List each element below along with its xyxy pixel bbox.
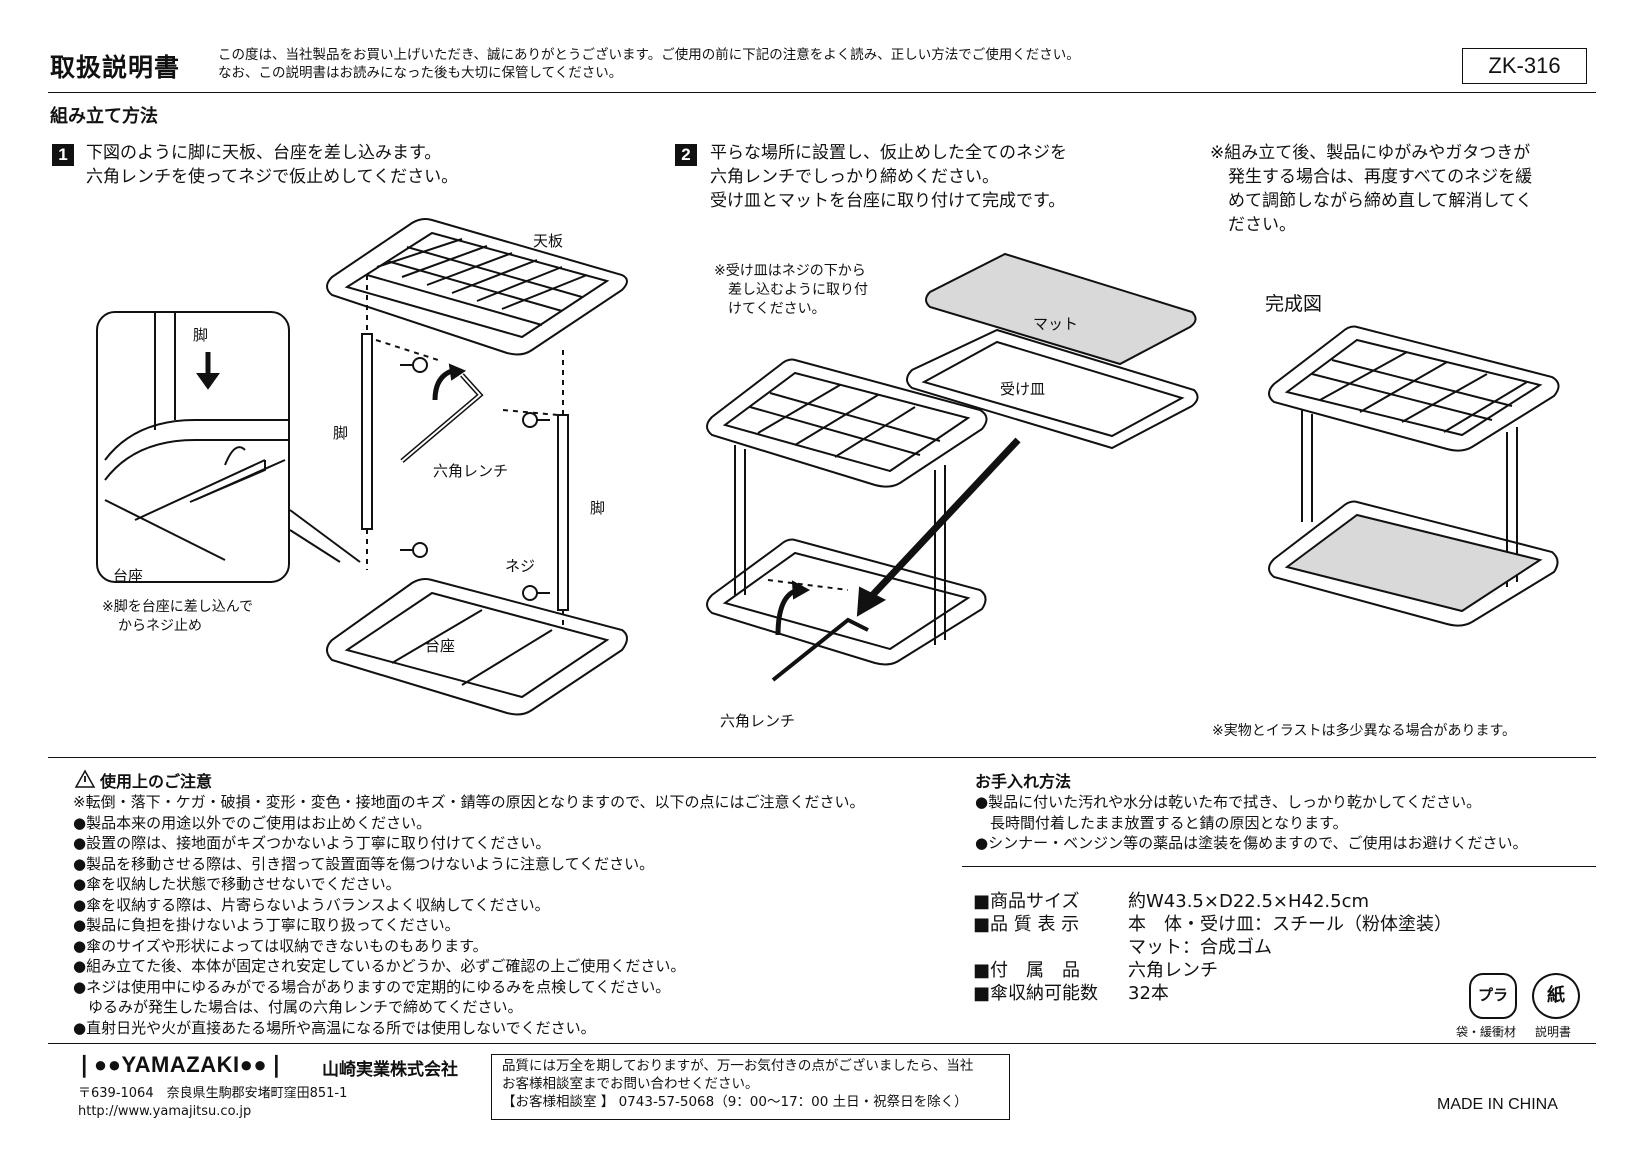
step-2-note: ※受け皿はネジの下から 差し込むように取り付 けてください。 — [714, 263, 868, 317]
assembly-heading: 組み立て方法 — [50, 106, 158, 127]
screw-icon — [400, 357, 428, 373]
legs-illustration — [361, 270, 569, 630]
leg-insertion-detail — [96, 311, 290, 583]
complete-diagram-label: 完成図 — [1265, 293, 1323, 315]
top-plate-label: 天板 — [533, 232, 564, 250]
base-detail-label: 台座 — [113, 567, 144, 585]
company-address: 〒639-1064 奈良県生駒郡安堵町窪田851-1 http://www.ya… — [78, 1086, 348, 1119]
company-url[interactable]: http://www.yamajitsu.co.jp — [78, 1104, 252, 1119]
logo-mark-icon: ❘●● — [75, 1052, 122, 1077]
warning-triangle-icon — [74, 769, 96, 788]
logo-mark-icon: ●●❘ — [239, 1052, 287, 1077]
hex-wrench-icon — [400, 373, 484, 463]
left-leg-label: 脚 — [333, 424, 349, 442]
illustration-disclaimer: ※実物とイラストは多少異なる場合があります。 — [1212, 723, 1517, 739]
rotate-arrow-icon — [432, 363, 467, 401]
step-2-number: 2 — [675, 144, 697, 166]
down-arrow-icon — [196, 352, 220, 390]
detail-callout-line — [289, 509, 361, 563]
completed-product-illustration — [1268, 325, 1560, 627]
base-illustration — [326, 578, 628, 716]
top-plate-illustration — [326, 218, 628, 356]
tray-label: 受け皿 — [1000, 380, 1046, 398]
assembled-frame-illustration — [706, 358, 988, 666]
tray-illustration — [906, 328, 1199, 450]
base-label: 台座 — [425, 637, 456, 655]
model-number: ZK-316 — [1462, 48, 1587, 84]
right-leg-label: 脚 — [590, 499, 606, 517]
caution-list: ※転倒・落下・ケガ・破損・変形・変色・接地面のキズ・錆等の原因となりますので、以… — [73, 793, 865, 1037]
screw-icon — [522, 412, 550, 428]
spec-labels: ■商品サイズ■品 質 表 示 ■付 属 品 ■傘収納可能数 — [973, 891, 1099, 1004]
document-title: 取扱説明書 — [50, 53, 181, 82]
step-1-number: 1 — [52, 144, 74, 166]
paper-recycle-caption: 説明書 — [1535, 1025, 1572, 1039]
plastic-recycle-caption: 袋・緩衝材 — [1456, 1025, 1517, 1039]
care-divider — [962, 866, 1596, 867]
mat-label: マット — [1033, 315, 1079, 333]
step-1-text: 下図のように脚に天板、台座を差し込みます。 六角レンチを使ってネジで仮止めしてく… — [86, 143, 459, 187]
step-1-note: ※脚を台座に差し込んで からネジ止め — [102, 599, 254, 634]
company-name: 山崎実業株式会社 — [322, 1060, 458, 1080]
footer-divider — [48, 1043, 1596, 1044]
wrench-label: 六角レンチ — [433, 462, 509, 480]
assembly-arrows — [767, 437, 1021, 682]
care-list: ●製品に付いた汚れや水分は乾いた布で拭き、しっかり乾かしてください。 長時間付着… — [975, 793, 1528, 852]
intro-text: この度は、当社製品をお買い上げいただき、誠にありがとうございます。ご使用の前に下… — [218, 47, 1080, 81]
leg-detail-label: 脚 — [193, 326, 209, 344]
section-divider — [48, 757, 1596, 758]
screw-icon — [400, 542, 428, 558]
adjustment-note: ※組み立て後、製品にゆがみやガタつきが 発生する場合は、再度すべてのネジを緩 め… — [1210, 143, 1533, 235]
screw-icon — [522, 585, 550, 601]
step-2-wrench-label: 六角レンチ — [720, 712, 796, 730]
made-in-label: MADE IN CHINA — [1437, 1096, 1558, 1113]
care-heading: お手入れ方法 — [975, 772, 1072, 791]
header-divider — [48, 92, 1596, 93]
screw-label: ネジ — [505, 557, 536, 575]
mat-illustration — [925, 252, 1197, 366]
step-2-text: 平らな場所に設置し、仮止めした全てのネジを 六角レンチでしっかり締めください。 … — [710, 143, 1067, 211]
caution-heading: 使用上のご注意 — [100, 772, 213, 791]
brand-logo: ❘●●YAMAZAKI●●❘ — [75, 1052, 287, 1077]
customer-support-box: 品質には万全を期しておりますが、万一お気付きの点がございましたら、当社 お客様相… — [491, 1054, 1010, 1120]
paper-recycle-icon: 紙 — [1532, 973, 1580, 1019]
plastic-recycle-icon: プラ — [1469, 973, 1517, 1019]
